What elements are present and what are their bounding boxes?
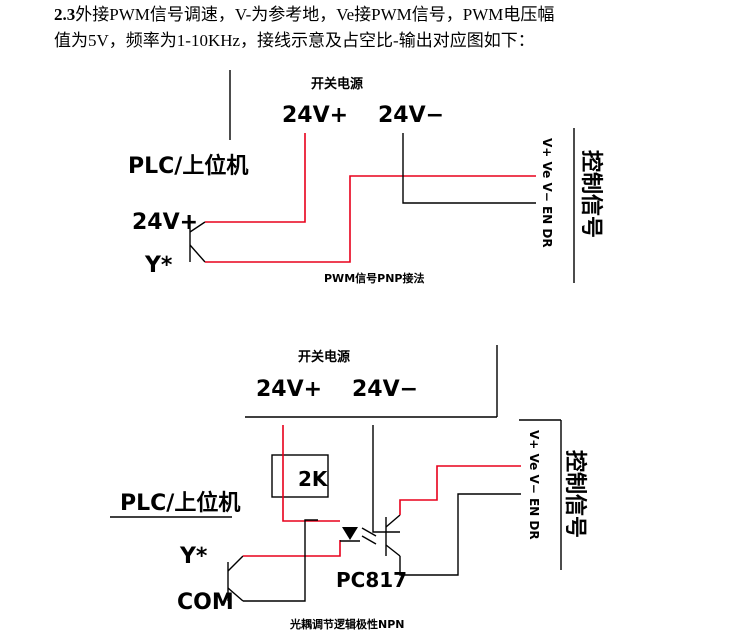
opto-transistor-emitter xyxy=(385,544,401,557)
wire-24v-minus xyxy=(402,133,536,204)
plc-label: PLC/上位机 xyxy=(128,153,248,179)
plc-y-label: Y* xyxy=(144,253,173,278)
heading-line-1: 外接PWM信号调速，V-为参考地，Ve接PWM信号，PWM电压幅 xyxy=(75,5,555,24)
opto-transistor-collector xyxy=(385,514,401,528)
resistor-label: 2K xyxy=(298,467,329,491)
plc-com-label: COM xyxy=(177,590,234,615)
terminal-labels: V+ Ve V− EN DR xyxy=(540,138,554,248)
optocoupler-led xyxy=(342,527,358,540)
section-heading: 2.3外接PWM信号调速，V-为参考地，Ve接PWM信号，PWM电压幅 值为5V… xyxy=(54,2,714,54)
power-24v-plus-label: 24V+ xyxy=(282,103,348,128)
section-number: 2.3 xyxy=(54,5,76,24)
wire-24v-minus-2 xyxy=(372,425,400,533)
power-24v-plus-label-2: 24V+ xyxy=(256,377,322,402)
pnp-caption: PWM信号PNP接法 xyxy=(324,271,424,285)
plc-label-2: PLC/上位机 xyxy=(120,490,240,516)
led-emit-arrow-2 xyxy=(361,535,377,545)
wire-emitter-to-v-minus xyxy=(399,493,521,576)
transistor-emitter xyxy=(189,244,206,263)
transistor-collector xyxy=(189,221,206,233)
terminal-labels-2: V+ Ve V− EN DR xyxy=(527,430,541,540)
power-supply-title: 开关电源 xyxy=(311,76,363,92)
led-emit-arrow-1 xyxy=(361,527,377,537)
wire-24v-plus-2 xyxy=(282,425,340,522)
control-signal-label-2: 控制信号 xyxy=(562,450,588,538)
resistor-2k xyxy=(271,454,329,498)
power-24v-minus-label: 24V− xyxy=(378,103,444,128)
wire-y-to-led xyxy=(243,540,341,557)
diagram-npn-wiring: 开关电源 24V+ 24V− 2K PLC/上位机 Y* COM PC817 xyxy=(110,345,588,631)
plc-transistor-emitter xyxy=(227,587,244,602)
diagram-pnp-wiring: 开关电源 24V+ 24V− PLC/上位机 24V+ Y* V+ Ve V− … xyxy=(128,70,604,285)
plc-24v-label: 24V+ xyxy=(132,210,198,235)
optocoupler-label: PC817 xyxy=(336,568,407,592)
wire-24v-plus xyxy=(205,133,306,223)
heading-line-2: 值为5V，频率为1-10KHz，接线示意及占空比-输出对应图如下： xyxy=(54,31,535,50)
wire-com xyxy=(243,519,318,602)
wire-collector-to-ve xyxy=(399,465,521,515)
power-24v-minus-label-2: 24V− xyxy=(352,377,418,402)
wire-y-to-ve xyxy=(205,175,536,263)
control-signal-label: 控制信号 xyxy=(578,150,604,238)
plc-transistor-collector xyxy=(227,555,244,572)
plc-y-label-2: Y* xyxy=(179,544,208,569)
power-supply-title-2: 开关电源 xyxy=(298,349,350,365)
npn-caption: 光耦调节逻辑极性NPN xyxy=(289,617,404,631)
